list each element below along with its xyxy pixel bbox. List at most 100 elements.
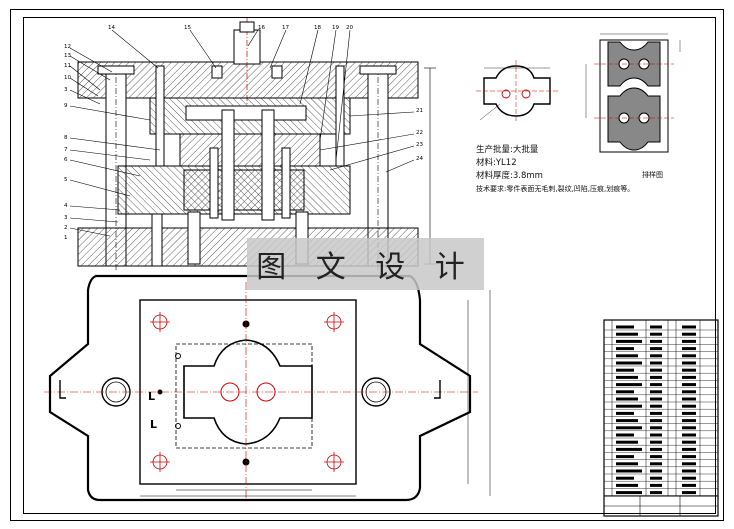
bom-cell xyxy=(650,426,662,430)
part-label: 8 xyxy=(64,135,68,141)
die-section-view xyxy=(69,18,436,270)
part-label: 16 xyxy=(258,25,265,31)
part-label: 3 xyxy=(64,215,68,221)
bom-cell xyxy=(616,383,642,387)
bom-cell xyxy=(682,361,696,365)
bom-cell xyxy=(682,447,696,451)
bom-cell xyxy=(650,419,662,423)
bom-cell xyxy=(682,476,696,480)
part-label: 6 xyxy=(64,157,68,163)
bom-cell xyxy=(682,433,696,437)
bom-cell xyxy=(682,375,696,379)
bom-cell xyxy=(650,455,662,459)
bom-cell xyxy=(682,440,696,444)
bom-cell xyxy=(682,419,696,423)
bom-cell xyxy=(616,462,638,466)
bom-cell xyxy=(682,325,696,329)
bom-cell xyxy=(650,491,662,495)
bom-cell xyxy=(650,332,662,336)
bom-cell xyxy=(616,476,634,480)
bom-cell xyxy=(616,354,638,358)
part-label: 10 xyxy=(64,75,71,81)
bom-cell xyxy=(616,368,634,372)
bom-cell xyxy=(616,325,634,329)
bom-cell xyxy=(616,390,634,394)
bom-cell xyxy=(650,383,662,387)
bom-cell xyxy=(650,433,662,437)
bom-cell xyxy=(682,390,696,394)
spec-thickness: 材料厚度:3.8mm xyxy=(476,171,543,181)
part-label: 7 xyxy=(64,147,68,153)
bom-cell xyxy=(616,397,638,401)
bom-cell xyxy=(650,462,662,466)
bom-cell xyxy=(616,332,638,336)
bom-cell xyxy=(616,339,642,343)
bom-cell xyxy=(682,347,696,351)
part-label: 11 xyxy=(64,63,71,69)
bom-cell xyxy=(650,339,662,343)
die-plan-view xyxy=(44,274,491,502)
bom-cell xyxy=(650,404,662,408)
bom-cell xyxy=(650,368,662,372)
bom-cell xyxy=(682,397,696,401)
bom-cell xyxy=(682,491,696,495)
watermark-text: 图 文 设 计 xyxy=(256,250,475,285)
bom-cell xyxy=(616,447,642,451)
bom-cell xyxy=(616,455,634,459)
bom-cell xyxy=(616,491,642,495)
bom-cell xyxy=(616,469,642,473)
bom-cell xyxy=(682,354,696,358)
strip-layout xyxy=(585,33,681,153)
part-label: 24 xyxy=(416,156,423,162)
bom-cell xyxy=(682,483,696,487)
technical-specs: 生产批量:大批量 材料:YL12 材料厚度:3.8mm 技术要求:零件表面无毛刺… xyxy=(476,144,634,196)
bom-cell xyxy=(650,397,662,401)
bom-cell xyxy=(650,361,662,365)
bom-cell xyxy=(650,411,662,415)
bom-cell xyxy=(682,462,696,466)
bom-cell xyxy=(650,390,662,394)
part-label: 2 xyxy=(64,225,68,231)
part-label: 5 xyxy=(64,177,68,183)
bom-cell xyxy=(682,332,696,336)
bom-cell xyxy=(616,440,638,444)
part-label: 20 xyxy=(346,25,353,31)
bom-cell xyxy=(650,483,662,487)
bom-cell xyxy=(650,354,662,358)
bom-cell xyxy=(616,433,634,437)
section-marks: L L xyxy=(148,390,157,431)
spec-material: 材料:YL12 xyxy=(476,158,517,168)
part-label: 9 xyxy=(64,103,68,109)
bom-cell xyxy=(616,411,634,415)
part-label: 1 xyxy=(64,235,68,241)
bom-cell xyxy=(682,339,696,343)
part-label: 15 xyxy=(184,25,191,31)
bom-cell xyxy=(682,404,696,408)
part-label: 19 xyxy=(332,25,339,31)
bom-cell xyxy=(650,476,662,480)
part-label: 17 xyxy=(282,25,289,31)
sheet-inner-border xyxy=(23,17,716,514)
bom-cell xyxy=(650,347,662,351)
bom-cell xyxy=(650,447,662,451)
part-label: 12 xyxy=(64,44,71,50)
sheet-outer-border xyxy=(10,9,724,521)
bom-cell xyxy=(682,368,696,372)
bom-cell xyxy=(616,419,638,423)
bom-cell xyxy=(616,426,642,430)
part-number-labels: 12 13 11 10 3 9 8 7 6 5 4 3 2 1 14 15 16… xyxy=(64,25,423,241)
part-label: 13 xyxy=(64,53,71,59)
section-mark-mid: L xyxy=(150,418,157,431)
part-label: 21 xyxy=(416,108,423,114)
bom-cell xyxy=(682,455,696,459)
bom-cell xyxy=(616,375,638,379)
bom-cell xyxy=(616,361,642,365)
part-label: 18 xyxy=(314,25,321,31)
strip-layout-label: 排样图 xyxy=(642,171,663,179)
bom-cell xyxy=(650,375,662,379)
bom-cell xyxy=(650,440,662,444)
bom-rows xyxy=(604,325,718,496)
watermark: 图 文 设 计 xyxy=(247,238,484,290)
spec-requirements: 技术要求:零件表面无毛刺,裂纹,凹陷,压痕,划痕等。 xyxy=(476,185,635,193)
